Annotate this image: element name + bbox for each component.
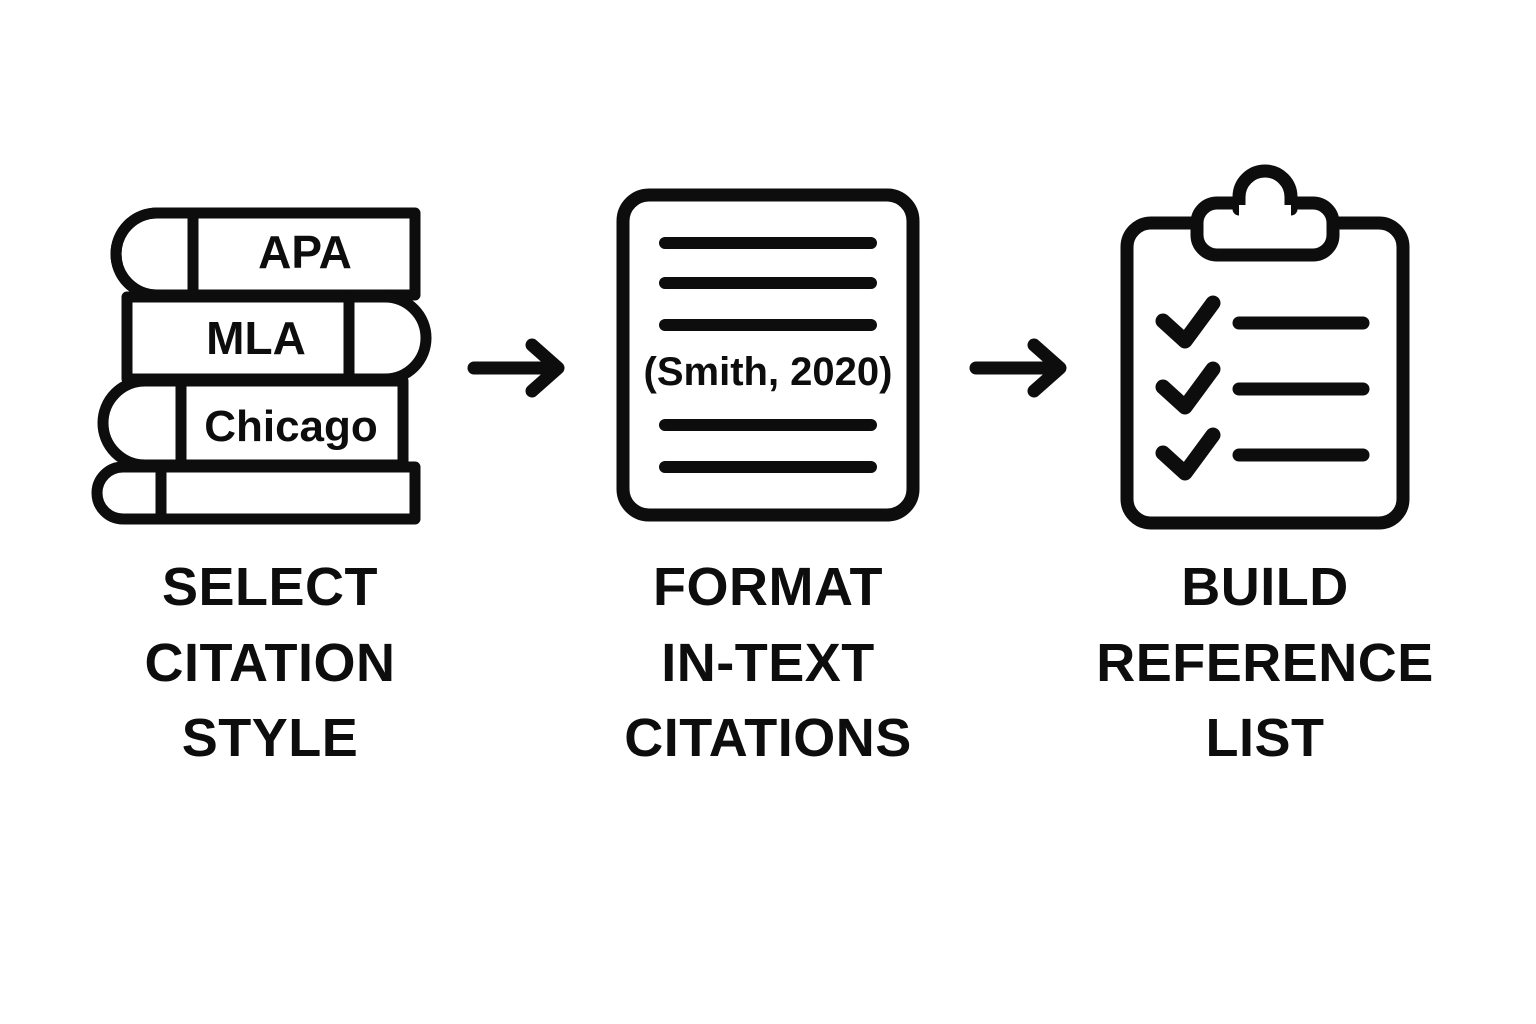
step-format-in-text-citations: (Smith, 2020) FORMAT IN-TEXT CITATIONS bbox=[558, 170, 978, 777]
in-text-citation-text: (Smith, 2020) bbox=[644, 350, 893, 394]
checklist-rows bbox=[1155, 295, 1370, 481]
checklist-row bbox=[1155, 295, 1370, 349]
book-blank bbox=[91, 461, 421, 525]
arrow-right-icon bbox=[969, 338, 1067, 398]
clipboard-checklist-icon-holder bbox=[1085, 164, 1445, 540]
arrow-step1-to-step2 bbox=[466, 336, 576, 400]
check-icon bbox=[1155, 361, 1221, 415]
step-build-reference-list: BUILD REFERENCE LIST bbox=[1055, 164, 1475, 777]
step-label-select-citation-style: SELECT CITATION STYLE bbox=[144, 557, 396, 769]
step-label-format-in-text-citations: FORMAT IN-TEXT CITATIONS bbox=[624, 557, 912, 769]
arrow-right-icon bbox=[467, 338, 565, 398]
clipboard-checklist-icon bbox=[1120, 164, 1410, 530]
document-icon-holder: (Smith, 2020) bbox=[588, 170, 948, 540]
check-icon bbox=[1155, 295, 1221, 349]
document-text-lines bbox=[659, 237, 877, 473]
clipboard-clip-tab bbox=[1232, 164, 1298, 216]
checklist-row bbox=[1155, 427, 1370, 481]
book-title-chicago: Chicago bbox=[204, 402, 378, 451]
document-icon: (Smith, 2020) bbox=[616, 188, 920, 522]
book-stack-icon: APA MLA Chicago bbox=[91, 207, 432, 525]
document-page-outline bbox=[616, 188, 920, 522]
step-label-build-reference-list: BUILD REFERENCE LIST bbox=[1096, 557, 1434, 769]
clip-tab-mask bbox=[1239, 205, 1291, 221]
book-stack-icon-holder: APA MLA Chicago bbox=[90, 170, 450, 540]
checklist-row bbox=[1155, 361, 1370, 415]
arrow-step2-to-step3 bbox=[968, 336, 1078, 400]
book-title-apa: APA bbox=[258, 226, 352, 278]
step-select-citation-style: APA MLA Chicago SELECT CITATION STYLE bbox=[60, 170, 480, 777]
clipboard-board bbox=[1120, 216, 1410, 530]
book-title-mla: MLA bbox=[206, 312, 306, 364]
check-icon bbox=[1155, 427, 1221, 481]
